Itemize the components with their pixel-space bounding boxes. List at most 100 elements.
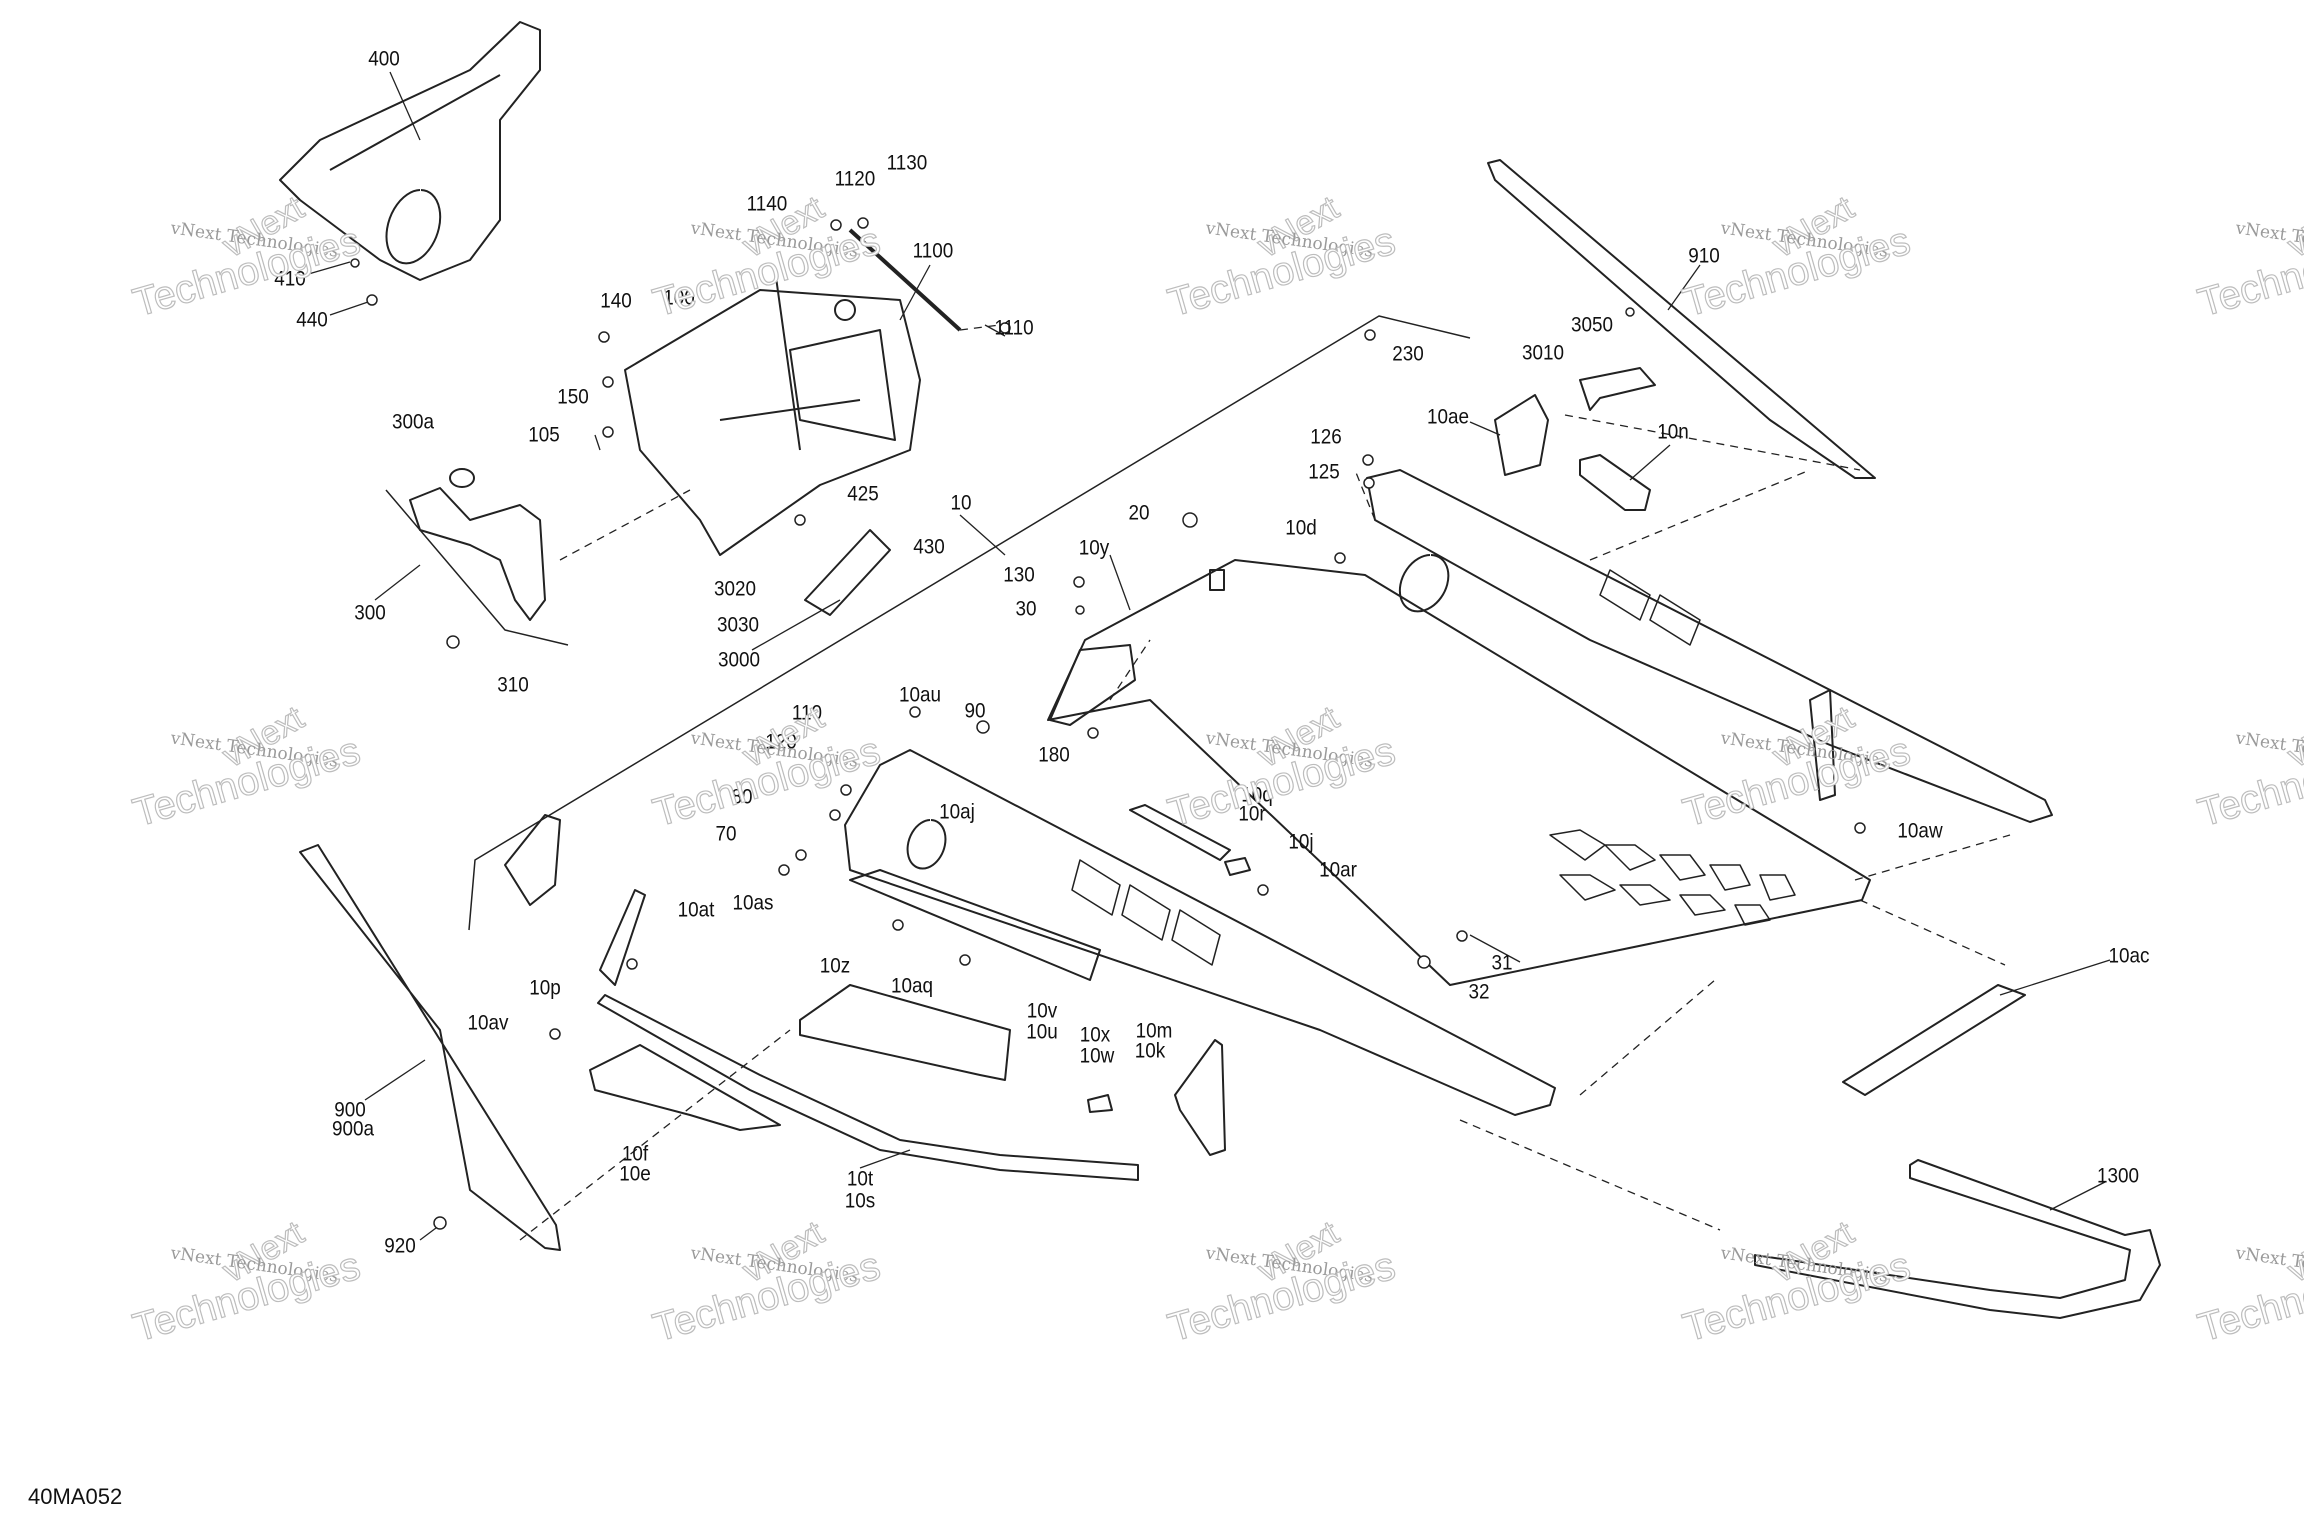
callout-label: 140 <box>600 289 632 313</box>
fastener-markers <box>350 217 1866 1230</box>
callout-label: 10at <box>677 898 715 922</box>
callout-label: 10ac <box>2108 944 2150 968</box>
part-10m-bracket <box>1174 1039 1226 1156</box>
callout-label: 1140 <box>746 192 788 216</box>
callout-label: 400 <box>368 47 400 71</box>
part-300-bracket <box>409 487 546 621</box>
callout-label: 80 <box>731 785 753 809</box>
callout-label: 10v <box>1026 999 1058 1023</box>
callout-label: 150 <box>557 385 589 409</box>
callout-label: 920 <box>384 1234 416 1258</box>
part-10q-strap <box>1129 804 1231 861</box>
callout-label: 10n <box>1657 420 1689 444</box>
callout-label: 120 <box>765 730 797 754</box>
part-10d-plate <box>1809 689 1836 801</box>
part-910-rail <box>1487 159 1876 479</box>
callout-label: 10e <box>619 1162 651 1186</box>
part-10t-bumper-strip <box>597 994 1139 1181</box>
callout-label: 105 <box>528 423 560 447</box>
callout-label: 90 <box>964 699 986 723</box>
part-10-right-rail <box>1366 469 2053 823</box>
part-3010-bracket <box>1579 367 1656 411</box>
callout-label: 10p <box>529 976 561 1000</box>
callout-label: 3050 <box>1570 313 1614 337</box>
part-1300-rear-bumper <box>1754 1159 2161 1319</box>
part-10-tunnel-deck <box>1047 559 1871 986</box>
callout-label: 3010 <box>1521 341 1565 365</box>
part-10ae-grille <box>1494 394 1549 476</box>
callout-label: 10u <box>1026 1020 1058 1044</box>
callout-label: 10z <box>819 954 851 978</box>
part-10-left-grille <box>504 814 561 906</box>
callout-label: 126 <box>1310 425 1342 449</box>
callout-label: 10av <box>467 1011 509 1035</box>
assembly-lines <box>519 324 2011 1241</box>
callout-label: 1300 <box>2096 1164 2140 1188</box>
callout-label: 130 <box>1003 563 1035 587</box>
callout-label: 910 <box>1688 244 1720 268</box>
callout-label: 1130 <box>886 151 928 175</box>
callout-label: 3000 <box>717 648 761 672</box>
callout-label: 31 <box>1491 951 1513 975</box>
callout-label: 70 <box>715 822 737 846</box>
assembly-10-boundary <box>468 315 1471 931</box>
drawing-code: 40MA052 <box>28 1484 123 1509</box>
callout-label: 410 <box>274 267 306 291</box>
callout-leaders <box>304 71 2111 1241</box>
part-10y-front-plate <box>1049 644 1136 726</box>
assembly-300-boundary <box>385 489 569 646</box>
callout-label: 3030 <box>716 613 760 637</box>
part-10-left-rail <box>844 749 1556 1116</box>
callout-label: 300a <box>391 410 435 434</box>
callout-label: 10j <box>1288 830 1314 854</box>
part-10p-brace <box>599 889 646 986</box>
callout-label: 1110 <box>994 316 1034 340</box>
callout-label: 10r <box>1238 802 1266 826</box>
callout-label: 10y <box>1078 536 1110 560</box>
part-10v-bracket <box>799 984 1011 1081</box>
callout-label: 30 <box>1015 597 1037 621</box>
callout-label: 125 <box>1308 460 1340 484</box>
callout-label: 300 <box>354 601 386 625</box>
part-10aq-running-board <box>849 869 1101 981</box>
callout-label: 10 <box>950 491 972 515</box>
callout-label: 425 <box>847 482 879 506</box>
callout-label: 110 <box>791 701 823 725</box>
callout-label: 440 <box>296 308 328 332</box>
callout-label: 10au <box>898 683 942 707</box>
part-10f-bracket <box>589 1044 781 1131</box>
callout-label: 10as <box>732 891 774 915</box>
callout-label: 180 <box>1038 743 1070 767</box>
callout-label: 10d <box>1285 516 1317 540</box>
part-3000-bracket <box>804 529 891 616</box>
part-10-right-rail-vents <box>1599 569 1701 646</box>
callout-label: 310 <box>497 673 529 697</box>
callout-label: 10k <box>1134 1039 1166 1063</box>
callout-label: 10s <box>844 1189 876 1213</box>
part-10-deck-cutouts <box>1549 829 1796 926</box>
part-100-frame <box>624 269 921 556</box>
callout-label: 10q <box>1241 783 1273 807</box>
callout-label: 20 <box>1128 501 1150 525</box>
part-20-fill-tube <box>1209 569 1225 591</box>
callout-label: 1100 <box>912 239 954 263</box>
callout-label: 10f <box>621 1142 649 1166</box>
callout-label: 230 <box>1392 342 1424 366</box>
callout-label: 10aq <box>890 974 934 998</box>
callout-label: 3020 <box>713 577 757 601</box>
callout-label: 430 <box>913 535 945 559</box>
part-10x-plate <box>1087 1094 1113 1113</box>
part-900-rail <box>299 844 561 1251</box>
callout-label: 10aw <box>1897 819 1943 843</box>
part-10ac-bracket <box>1842 984 2026 1096</box>
part-10n-bracket <box>1579 454 1651 511</box>
part-300a-bushing <box>449 468 475 488</box>
part-1100-rod <box>848 228 962 332</box>
part-10j-plate <box>1224 857 1251 876</box>
part-400-front-frame <box>279 21 541 281</box>
callout-label: 900a <box>331 1117 375 1141</box>
callout-label: 900 <box>334 1098 366 1122</box>
callout-label: 32 <box>1468 980 1490 1004</box>
